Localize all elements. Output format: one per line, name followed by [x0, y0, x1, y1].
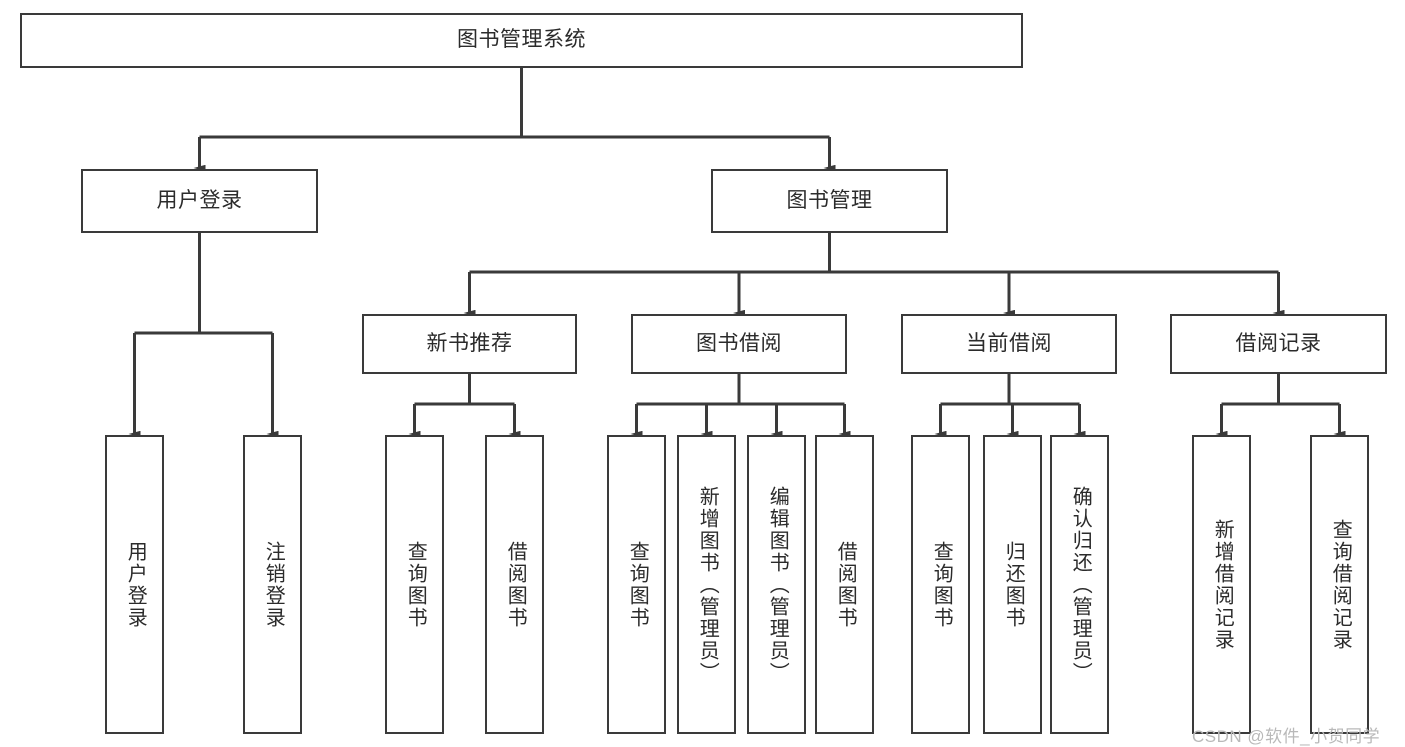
node-current-borrow[interactable]: 当前借阅 [901, 314, 1117, 374]
node-leaf-logout-label: 注销登录 [262, 540, 285, 629]
node-new-book-rec-label: 新书推荐 [426, 331, 513, 355]
node-borrow-record-label: 借阅记录 [1235, 331, 1322, 355]
node-book-manage-label: 图书管理 [786, 188, 873, 212]
node-root-title-label: 图书管理系统 [457, 28, 586, 52]
node-root-title[interactable]: 图书管理系统 [20, 13, 1023, 68]
node-leaf-user-login-label: 用户登录 [124, 540, 147, 629]
node-leaf-query-book-2[interactable]: 查询图书 [607, 435, 666, 734]
node-user-login-label: 用户登录 [156, 188, 243, 212]
node-leaf-confirm-return[interactable]: 确认归还（管理员） [1050, 435, 1109, 734]
node-leaf-user-login[interactable]: 用户登录 [105, 435, 164, 734]
node-leaf-query-record-label: 查询借阅记录 [1329, 518, 1352, 651]
node-leaf-borrow-book-1[interactable]: 借阅图书 [485, 435, 544, 734]
node-leaf-query-book-2-label: 查询图书 [626, 540, 649, 629]
node-leaf-query-book-1-label: 查询图书 [404, 540, 427, 629]
node-leaf-edit-book-label: 编辑图书（管理员） [766, 485, 789, 684]
node-leaf-query-record[interactable]: 查询借阅记录 [1310, 435, 1369, 734]
node-leaf-return-book-label: 归还图书 [1002, 540, 1025, 629]
node-borrow-record[interactable]: 借阅记录 [1170, 314, 1387, 374]
node-leaf-edit-book[interactable]: 编辑图书（管理员） [747, 435, 806, 734]
node-leaf-logout[interactable]: 注销登录 [243, 435, 302, 734]
node-current-borrow-label: 当前借阅 [966, 331, 1052, 355]
node-leaf-borrow-book-2[interactable]: 借阅图书 [815, 435, 874, 734]
node-leaf-query-book-3[interactable]: 查询图书 [911, 435, 970, 734]
node-user-login[interactable]: 用户登录 [81, 169, 318, 233]
node-new-book-rec[interactable]: 新书推荐 [362, 314, 577, 374]
node-leaf-add-book-label: 新增图书（管理员） [696, 485, 719, 684]
node-leaf-borrow-book-1-label: 借阅图书 [504, 540, 527, 629]
node-book-borrow[interactable]: 图书借阅 [631, 314, 847, 374]
node-leaf-add-record-label: 新增借阅记录 [1211, 518, 1234, 651]
node-leaf-confirm-return-label: 确认归还（管理员） [1069, 485, 1092, 684]
node-leaf-add-record[interactable]: 新增借阅记录 [1192, 435, 1251, 734]
node-book-borrow-label: 图书借阅 [696, 331, 782, 355]
node-leaf-borrow-book-2-label: 借阅图书 [834, 540, 857, 629]
node-leaf-return-book[interactable]: 归还图书 [983, 435, 1042, 734]
node-leaf-query-book-3-label: 查询图书 [930, 540, 953, 629]
node-leaf-add-book[interactable]: 新增图书（管理员） [677, 435, 736, 734]
node-leaf-query-book-1[interactable]: 查询图书 [385, 435, 444, 734]
csdn-watermark: CSDN @软件_小贺同学 [1192, 727, 1381, 746]
node-book-manage[interactable]: 图书管理 [711, 169, 948, 233]
